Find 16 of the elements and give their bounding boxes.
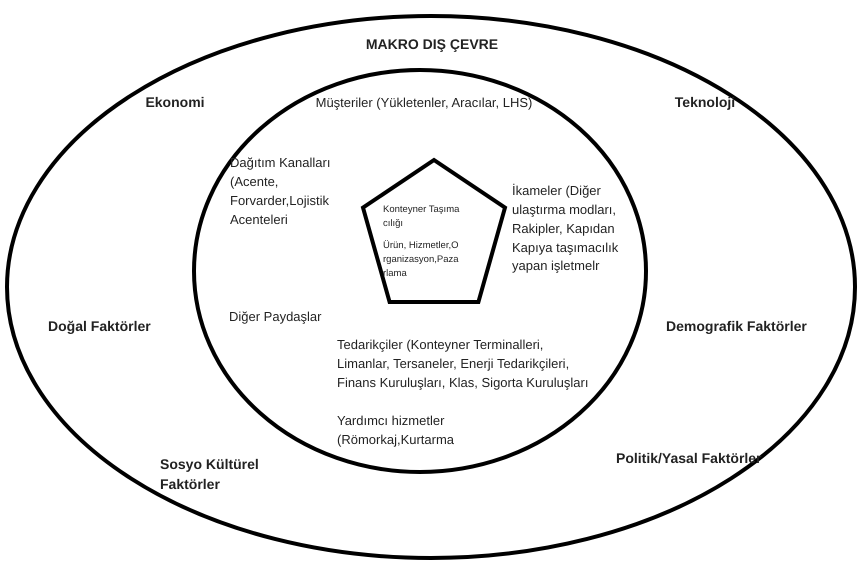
stakeholder-label: Müşteriler (Yükletenler, Aracılar, LHS) xyxy=(314,94,534,112)
factor-label: Demografik Faktörler xyxy=(666,317,808,336)
factor-label: Teknoloji xyxy=(674,93,736,112)
stakeholder-label: Diğer Paydaşlar xyxy=(229,308,322,326)
core-label: Ürün, Hizmetler,Organizasyon,Pazarlama xyxy=(383,239,459,280)
region-heading: MAKRO DIŞ ÇEVRE xyxy=(364,35,500,54)
stakeholder-label: Tedarikçiler (Konteyner Terminalleri, Limanlar, Tersaneler, Enerji Tedarikçileri, Finans Kuruluşları, Klas, Sigorta Kuruluşları xyxy=(337,336,590,392)
stakeholder-label: İkameler (Diğer ulaştırma modları, Rakipler, Kapıdan Kapıya taşımacılık yapan işletmelr xyxy=(512,182,620,276)
factor-label: Ekonomi xyxy=(144,93,206,112)
factor-label: Sosyo Kültürel Faktörler xyxy=(160,455,260,494)
factor-label: Doğal Faktörler xyxy=(48,317,152,336)
stakeholder-label: Dağıtım Kanalları (Acente, Forvarder,Lojistik Acenteleri xyxy=(230,154,332,229)
stakeholder-label: Yardımcı hizmetler (Römorkaj,Kurtarma xyxy=(337,412,456,449)
pentagon-shape xyxy=(360,158,508,304)
outer-ellipse xyxy=(5,14,857,560)
core-label: Konteyner Taşımacılığı xyxy=(383,203,460,231)
